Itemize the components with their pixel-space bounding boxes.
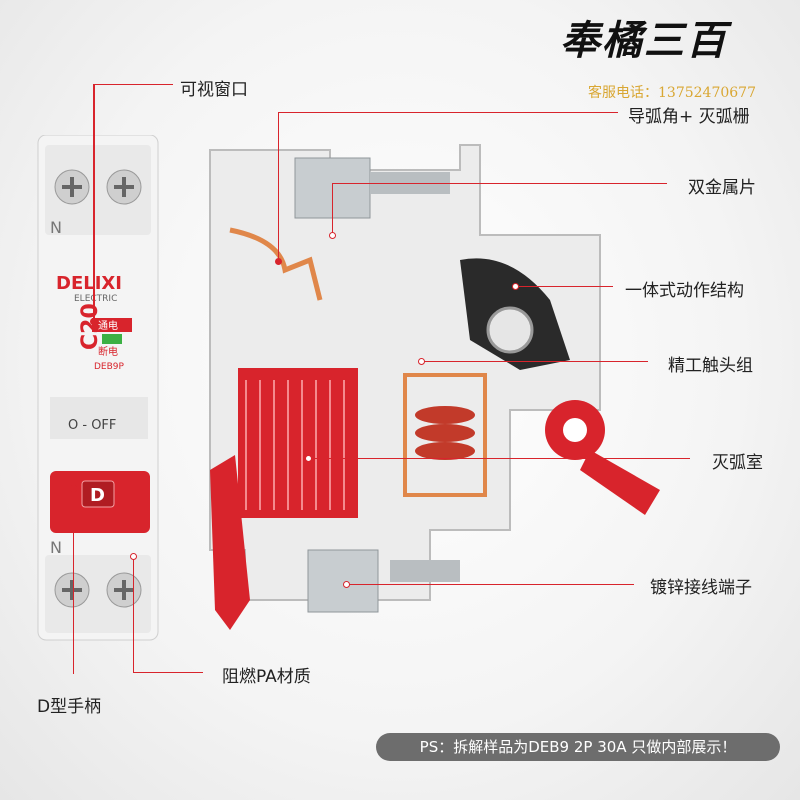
callout-line-housing-h <box>133 672 203 673</box>
brand-name: 奉橘三百 <box>560 17 728 64</box>
callout-handle: D型手柄 <box>37 697 102 717</box>
callout-line-arc-h <box>278 112 618 113</box>
mechanism-knob-hole <box>563 418 587 442</box>
callout-dot <box>418 358 425 365</box>
screw-icon <box>106 572 142 608</box>
din-clip <box>210 455 250 630</box>
callout-line-mechanism <box>518 286 613 287</box>
callout-arc-chamber: 灭弧室 <box>712 453 763 473</box>
arc-chute-plates <box>238 368 358 518</box>
callout-contacts: 精工触头组 <box>668 356 753 376</box>
callout-line-bimetal <box>332 183 667 184</box>
mechanism-lever <box>580 450 660 515</box>
callout-line-window <box>93 84 95 322</box>
callout-terminal: 镀锌接线端子 <box>650 578 752 598</box>
mechanism-pivot <box>486 306 534 354</box>
screw-icon <box>54 572 90 608</box>
lower-screw <box>390 560 460 582</box>
top-terminal-block <box>45 145 151 235</box>
bimetal-strip <box>229 227 323 301</box>
callout-dot <box>275 258 282 265</box>
callout-bimetal: 双金属片 <box>688 178 756 198</box>
trip-coil <box>415 406 475 460</box>
callout-dot <box>512 283 519 290</box>
callout-line-arc-v <box>278 112 279 260</box>
callout-line-housing-v <box>133 558 134 672</box>
top-terminal-label: N <box>50 218 62 237</box>
screw-icon <box>54 169 90 205</box>
callout-line-arc-chamber <box>310 458 690 459</box>
callout-dot <box>70 485 77 492</box>
bottom-terminal-label: N <box>50 538 62 557</box>
callout-line-bimetal-v <box>332 183 333 233</box>
handle-plate <box>81 480 115 508</box>
handle-letter: D <box>90 485 105 506</box>
toggle-off-label: O - OFF <box>68 418 116 433</box>
brand-logo: DELIXI <box>56 273 122 294</box>
lower-terminal-clamp <box>307 549 379 613</box>
status-on-label: 通电 <box>98 319 118 332</box>
callout-line-window-h <box>93 84 173 85</box>
callout-dot <box>343 581 350 588</box>
callout-dot <box>305 455 312 462</box>
callout-line-contacts <box>423 361 648 362</box>
breaker-cutaway <box>209 144 660 630</box>
status-window-indicator <box>102 334 122 344</box>
callout-viewing-window: 可视窗口 <box>180 80 248 100</box>
brand-logo-sub: ELECTRIC <box>74 294 117 304</box>
status-off-label: 断电 <box>98 345 118 358</box>
callout-line-terminal <box>348 584 634 585</box>
callout-mechanism: 一体式动作结构 <box>625 281 744 301</box>
service-phone: 客服电话：13752470677 <box>588 85 756 101</box>
callout-housing: 阻燃PA材质 <box>222 667 311 687</box>
breaker-front: N DELIXI ELECTRIC C20 通电 断电 DEB9P O - OF… <box>37 135 159 641</box>
disclaimer-note: PS：拆解样品为DEB9 2P 30A 只做内部展示！ <box>376 733 780 761</box>
model-label: DEB9P <box>94 362 125 372</box>
callout-dot <box>90 318 97 325</box>
screw-icon <box>106 169 142 205</box>
callout-dot <box>130 553 137 560</box>
callout-dot <box>329 232 336 239</box>
contact-frame <box>403 373 487 497</box>
toggle-guard <box>50 397 148 439</box>
status-on-bg <box>92 318 132 332</box>
callout-line-handle-v <box>73 488 74 674</box>
callout-arc-horn: 导弧角+ 灭弧栅 <box>628 107 750 127</box>
arc-chute-lines <box>245 380 345 510</box>
